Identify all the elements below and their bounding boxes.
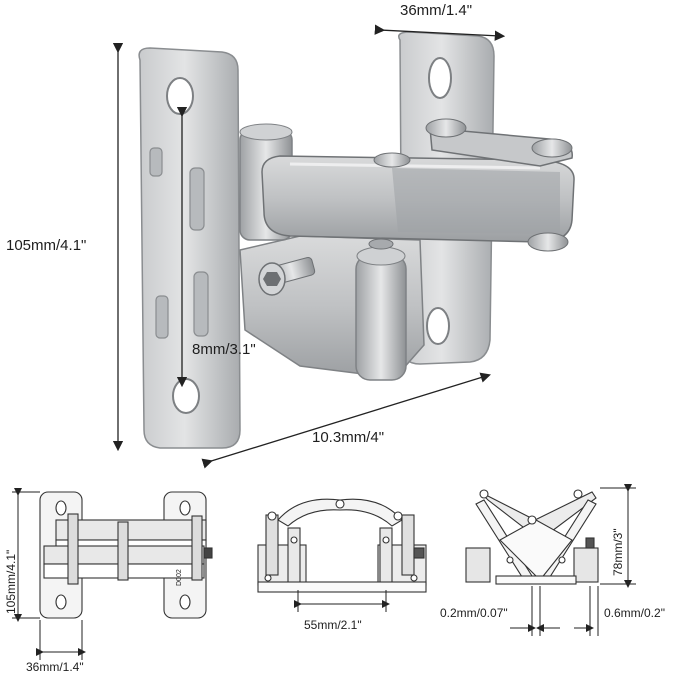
center-pivot-pin <box>373 152 411 168</box>
main-top-width-label: 36mm/1.4" <box>400 2 473 19</box>
side-right-gap-label: 0.6mm/0.2" <box>604 606 665 620</box>
set-screw <box>258 257 316 296</box>
main-diagonal-label: 10.3mm/4" <box>312 429 385 446</box>
right-plate-top-hole <box>428 57 452 99</box>
lower-knuckle <box>355 254 407 381</box>
front-view-drawing <box>39 491 213 619</box>
top-width-dim-line <box>374 24 506 41</box>
right-top-pivot-pin <box>531 138 573 158</box>
side-height-label: 78mm/3" <box>611 528 625 576</box>
diagonal-dim-line <box>201 372 491 469</box>
right-plate-bottom-hole <box>426 307 450 345</box>
main-height-label: 105mm/4.1" <box>6 237 87 254</box>
front-width-label: 36mm/1.4" <box>26 660 84 674</box>
front-height-label: 105mm/4.1" <box>4 549 18 614</box>
main-inner-label: 8mm/3.1" <box>192 341 256 358</box>
top-view-width-label: 55mm/2.1" <box>304 618 362 632</box>
left-plate-top-hole <box>166 77 194 115</box>
side-view-dimensions <box>510 484 636 636</box>
main-hinge-render <box>138 31 575 449</box>
top-view-drawing <box>257 498 427 593</box>
left-plate-bottom-hole <box>172 378 200 414</box>
front-view-dimensions <box>12 488 86 660</box>
upper-pivot-pin <box>425 118 467 138</box>
side-view-drawing <box>465 489 599 585</box>
side-left-gap-label: 0.2mm/0.07" <box>440 606 508 620</box>
left-plate-slots <box>149 147 209 339</box>
main-dimension-lines <box>112 24 506 469</box>
top-view-dimensions <box>294 590 390 612</box>
right-bottom-pivot-pin <box>527 232 569 252</box>
part-marking: D002 <box>176 569 183 586</box>
